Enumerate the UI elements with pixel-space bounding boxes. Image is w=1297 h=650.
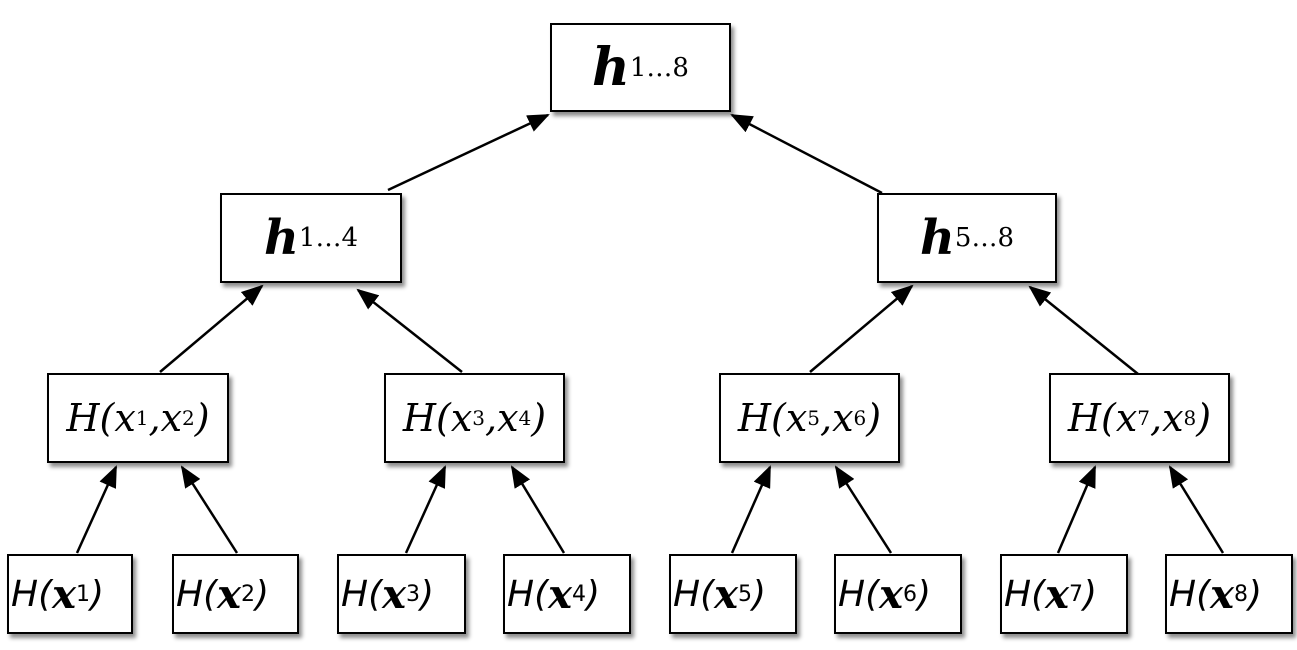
fn-label: H xyxy=(341,573,369,615)
leaf-subscript: 2 xyxy=(240,581,255,607)
root-hash-subscript: 1…8 xyxy=(629,52,689,83)
fn-label: H xyxy=(176,573,204,615)
fn-label: H xyxy=(1004,573,1032,615)
edge-h56-to-h5-8 xyxy=(809,284,914,373)
arg-b-subscript: 8 xyxy=(1183,406,1197,430)
arg-a: x xyxy=(785,396,808,440)
edge-leaf8-to-h78 xyxy=(1168,465,1225,554)
leaf-var: x xyxy=(52,570,76,618)
leaf-subscript: 7 xyxy=(1068,581,1083,607)
fn-label: H xyxy=(673,573,701,615)
root-hash-symbol: h xyxy=(592,37,630,98)
fn-label: H xyxy=(737,396,772,440)
arg-a-subscript: 5 xyxy=(807,406,821,430)
leaf-subscript: 8 xyxy=(1233,581,1248,607)
arg-a: x xyxy=(114,396,136,440)
leaf-var: x xyxy=(217,570,241,618)
arg-b: x xyxy=(497,396,519,440)
arg-b-subscript: 6 xyxy=(853,406,867,430)
edge-leaf1-to-h12 xyxy=(75,465,118,554)
edge-leaf6-to-h56 xyxy=(834,465,893,554)
leaf-var: x xyxy=(1045,570,1069,618)
hash-symbol: h xyxy=(920,210,955,266)
edge-h1-4-to-root xyxy=(387,113,550,192)
hash-subscript: 1…4 xyxy=(298,223,358,253)
edge-leaf3-to-h34 xyxy=(404,465,447,554)
leaf-var: x xyxy=(382,570,406,618)
leaf-var: x xyxy=(1210,570,1234,618)
fn-label: H xyxy=(11,573,39,615)
fn-label: H xyxy=(1169,573,1197,615)
leaf-subscript: 4 xyxy=(571,581,586,607)
arg-a: x xyxy=(450,396,473,440)
edge-h78-to-h5-8 xyxy=(1028,285,1139,375)
fn-label: H xyxy=(1067,396,1102,440)
fn-label: H xyxy=(402,396,437,440)
arg-a-subscript: 7 xyxy=(1137,406,1151,430)
leaf-var: x xyxy=(879,570,903,618)
leaf-var: x xyxy=(548,570,572,618)
fn-label: H xyxy=(66,396,100,440)
edge-h5-8-to-root xyxy=(730,113,883,195)
arg-a-subscript: 3 xyxy=(472,406,486,430)
arg-b: x xyxy=(1162,396,1184,440)
fn-label: H xyxy=(507,573,535,615)
arg-a-subscript: 1 xyxy=(135,406,149,430)
fn-label: H xyxy=(838,573,866,615)
leaf-subscript: 5 xyxy=(737,581,752,607)
arg-b-subscript: 2 xyxy=(182,406,195,430)
edge-leaf2-to-h12 xyxy=(180,465,239,554)
arg-b: x xyxy=(832,396,854,440)
edge-h34-to-h1-4 xyxy=(356,288,463,373)
edge-leaf4-to-h34 xyxy=(510,465,566,554)
hash-subscript: 5…8 xyxy=(954,223,1014,253)
edge-leaf5-to-h56 xyxy=(730,465,772,554)
leaf-subscript: 1 xyxy=(75,581,90,607)
edge-leaf7-to-h78 xyxy=(1056,465,1097,554)
arg-b: x xyxy=(160,396,183,440)
leaf-subscript: 3 xyxy=(405,581,420,607)
arg-b-subscript: 4 xyxy=(518,406,532,430)
hash-symbol: h xyxy=(264,210,299,266)
edge-h12-to-h1-4 xyxy=(159,284,264,373)
leaf-var: x xyxy=(714,570,738,618)
arg-a: x xyxy=(1115,396,1138,440)
leaf-subscript: 6 xyxy=(902,581,917,607)
